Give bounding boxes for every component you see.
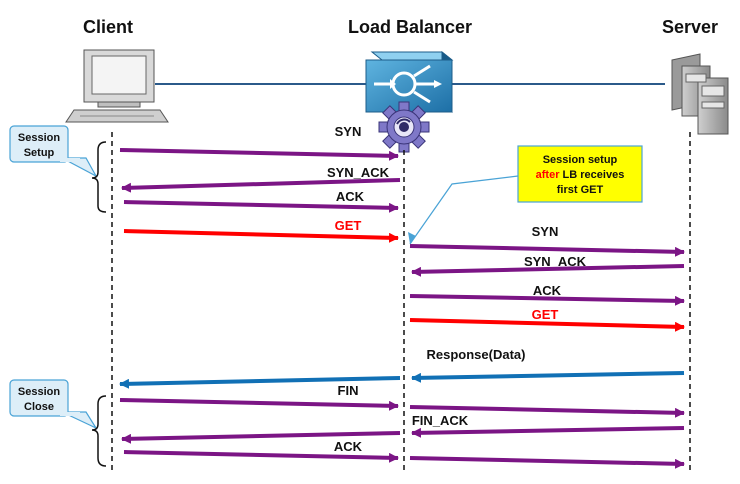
msg-ack-1-arrow — [123, 200, 399, 213]
client-computer-icon — [65, 49, 169, 123]
lb-note-line1: Session setup — [543, 154, 618, 166]
msg-ack-2-label: ACK — [533, 283, 562, 298]
msg-response-lb-arrow — [411, 371, 685, 383]
session-setup-brace — [91, 141, 107, 213]
load-balancer-header: Load Balancer — [348, 17, 472, 37]
msg-response-client-arrow — [119, 376, 401, 389]
msg-get-2-arrow — [409, 318, 685, 332]
session-close-label-line1: Session — [18, 386, 60, 398]
msg-ack-3-client-arrow — [123, 450, 399, 463]
lb-note-line3: first GET — [557, 184, 604, 196]
msg-syn-2-label: SYN — [532, 224, 559, 239]
msg-fin-server-arrow — [409, 405, 685, 418]
msg-get-2-label: GET — [532, 307, 559, 322]
msg-ack-3-server-arrow — [409, 456, 685, 469]
msg-ack-3-label: ACK — [334, 439, 363, 454]
lb-note-line2-emphasis: after — [536, 169, 561, 181]
session-setup-label-line1: Session — [18, 132, 60, 144]
server-icon — [671, 53, 729, 135]
msg-get-1-arrow — [123, 229, 399, 243]
msg-synack-2-arrow — [411, 264, 685, 277]
session-setup-callout: Session Setup — [9, 125, 98, 178]
lb-note-line2: after LB receives — [536, 169, 625, 181]
msg-finack-lb-arrow — [411, 426, 685, 438]
session-close-label-line2: Close — [24, 401, 54, 413]
msg-ack-2-arrow — [409, 294, 685, 306]
lb-note-line2-rest: LB receives — [560, 169, 625, 181]
gear-icon — [378, 101, 430, 153]
msg-response-label: Response(Data) — [427, 347, 526, 362]
msg-syn-1-arrow — [119, 148, 399, 161]
msg-syn-2-arrow — [409, 244, 685, 257]
session-close-callout: Session Close — [9, 379, 98, 430]
client-header: Client — [83, 17, 133, 37]
msg-get-1-label: GET — [335, 218, 362, 233]
server-header: Server — [662, 17, 718, 37]
msg-synack-1-arrow — [121, 178, 401, 193]
session-close-brace — [91, 395, 107, 467]
msg-synack-1-label: SYN_ACK — [327, 165, 390, 180]
msg-ack-1-label: ACK — [336, 189, 365, 204]
msg-finack-label: FIN_ACK — [412, 413, 469, 428]
msg-syn-1-label: SYN — [335, 124, 362, 139]
session-setup-label-line2: Setup — [24, 147, 55, 159]
msg-fin-client-arrow — [119, 398, 399, 411]
lb-note-callout: Session setup after LB receives first GE… — [408, 145, 643, 245]
msg-synack-2-label: SYN_ACK — [524, 254, 587, 269]
msg-fin-label: FIN — [338, 383, 359, 398]
msg-finack-client-arrow — [121, 431, 401, 444]
